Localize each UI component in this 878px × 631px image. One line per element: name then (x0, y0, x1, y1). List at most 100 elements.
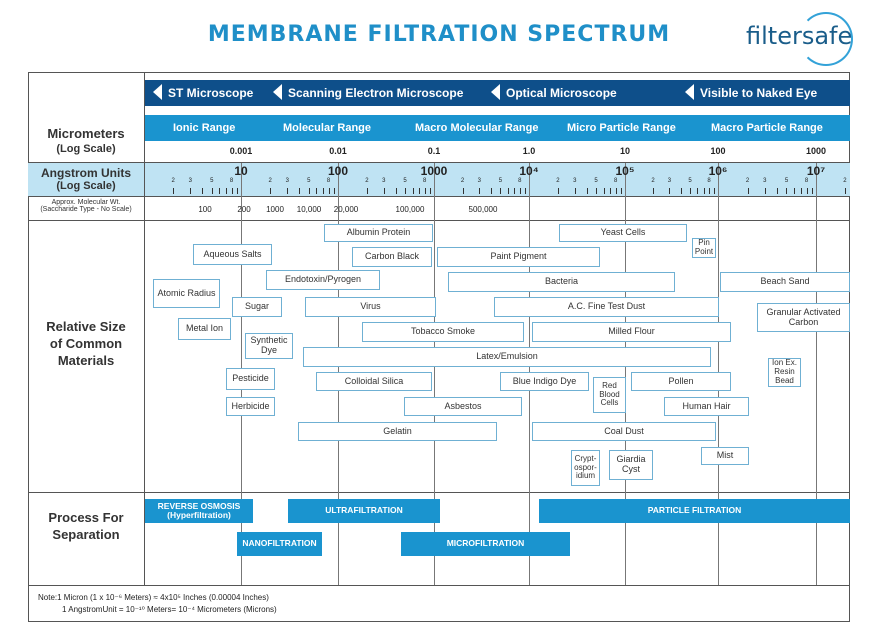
arrow-left-icon (491, 84, 500, 101)
angstrom-minor-tick (713, 188, 715, 194)
micrometer-tick-label: 0.1 (427, 146, 441, 156)
micrometer-tick-label: 1000 (805, 146, 827, 156)
material-sugar: Sugar (232, 297, 282, 317)
material-milled-flour: Milled Flour (532, 322, 731, 342)
material-latex-emulsion: Latex/Emulsion (303, 347, 711, 367)
molecular-weight-label: 10,000 (296, 205, 322, 214)
angstrom-minor-tick (202, 188, 204, 194)
angstrom-minor-tick (708, 188, 710, 194)
process-reverse-osmosis-hyperfiltration: REVERSE OSMOSIS (Hyperfiltration) (145, 499, 253, 523)
brand-logo: filtersafe (746, 22, 853, 50)
divider-materials (28, 220, 850, 221)
material-mist: Mist (701, 447, 749, 465)
angstrom-minor-tick (800, 188, 802, 194)
material-blue-indigo-dye: Blue Indigo Dye (500, 372, 589, 391)
angstrom-minor-label: 5 (594, 178, 598, 184)
divider-mw (28, 196, 850, 197)
angstrom-minor-label: 3 (573, 178, 577, 184)
angstrom-minor-tick (308, 188, 310, 194)
angstrom-minor-label: 8 (518, 178, 522, 184)
mw-subtitle: (Saccharide Type - No Scale) (40, 206, 132, 213)
angstrom-minor-tick (574, 188, 576, 194)
microscope-sem-label: Scanning Electron Microscope (288, 86, 464, 100)
angstrom-minor-label: 8 (326, 178, 331, 184)
angstrom-minor-tick (299, 188, 301, 194)
microscope-bar: ST Microscope Scanning Electron Microsco… (145, 80, 850, 106)
material-beach-sand: Beach Sand (720, 272, 850, 292)
molecular-weight-label: 100,000 (395, 205, 425, 214)
process-microfiltration: MICROFILTRATION (401, 532, 570, 556)
material-virus: Virus (305, 297, 436, 317)
material-endotoxin-pyrogen: Endotoxin/Pyrogen (266, 270, 380, 290)
angstrom-minor-tick (596, 188, 598, 194)
angstrom-minor-tick (524, 188, 526, 194)
range-macro-particle: Macro Particle Range (711, 122, 823, 134)
decade-gridline (625, 163, 626, 585)
angstrom-minor-tick (557, 188, 559, 194)
angstrom-minor-tick (500, 188, 502, 194)
angstrom-minor-label: 2 (365, 178, 369, 184)
angstrom-minor-tick (669, 188, 671, 194)
molecular-weight-label: 100 (198, 205, 212, 214)
angstrom-minor-tick (366, 188, 368, 194)
material-pollen: Pollen (631, 372, 731, 391)
angstrom-minor-tick (429, 188, 431, 194)
material-aqueous-salts: Aqueous Salts (193, 244, 272, 265)
angstrom-minor-tick (806, 188, 808, 194)
material-gelatin: Gelatin (298, 422, 497, 441)
angstrom-minor-tick (405, 188, 407, 194)
material-herbicide: Herbicide (226, 397, 275, 416)
material-giardia-cyst: Giardia Cyst (609, 450, 653, 480)
material-pesticide: Pesticide (226, 368, 275, 390)
micrometers-subtitle: (Log Scale) (56, 143, 116, 155)
decade-gridline (434, 163, 435, 585)
micrometer-tick-label: 0.001 (229, 146, 253, 156)
angstrom-minor-tick (652, 188, 654, 194)
angstrom-minor-label: 5 (688, 178, 692, 184)
micrometers-label: Micrometers (Log Scale) (28, 126, 144, 155)
angstrom-bar (145, 163, 850, 196)
material-ion-ex-resin-bead: Ion Ex. Resin Bead (768, 358, 801, 387)
angstrom-minor-label: 2 (460, 178, 465, 184)
angstrom-minor-tick (287, 188, 289, 194)
arrow-left-icon (273, 84, 282, 101)
angstrom-minor-label: 5 (210, 178, 214, 184)
material-asbestos: Asbestos (404, 397, 522, 416)
angstrom-minor-tick (620, 188, 622, 194)
angstrom-minor-label: 3 (667, 178, 672, 184)
material-a-c-fine-test-dust: A.C. Fine Test Dust (494, 297, 719, 317)
angstrom-minor-tick (697, 188, 699, 194)
angstrom-minor-label: 2 (651, 178, 655, 184)
angstrom-minor-tick (328, 188, 330, 194)
material-synthetic-dye: Synthetic Dye (245, 333, 293, 359)
angstrom-minor-tick (777, 188, 778, 194)
angstrom-minor-tick (519, 188, 521, 194)
angstrom-minor-tick (333, 188, 335, 194)
molecular-weight-label: 1000 (266, 205, 284, 214)
angstrom-minor-tick (231, 188, 233, 194)
spectrum-frame (28, 72, 850, 622)
angstrom-minor-tick (844, 188, 846, 194)
relative-size-label: Relative Size of Common Materials (46, 319, 126, 368)
range-ionic: Ionic Range (173, 122, 236, 134)
process-ultrafiltration: ULTRAFILTRATION (288, 499, 440, 523)
arrow-left-icon (685, 84, 694, 101)
micrometer-tick-label: 0.01 (329, 146, 347, 156)
microscope-st-label: ST Microscope (168, 86, 254, 100)
material-human-hair: Human Hair (664, 397, 749, 416)
process-nanofiltration: NANOFILTRATION (237, 532, 322, 556)
angstrom-minor-tick (412, 188, 414, 194)
angstrom-title: Angstrom Units (41, 166, 131, 180)
angstrom-minor-label: 8 (707, 178, 711, 184)
angstrom-minor-label: 2 (556, 178, 560, 184)
range-molecular: Molecular Range (283, 122, 372, 134)
angstrom-minor-tick (316, 188, 318, 194)
angstrom-minor-label: 5 (784, 178, 789, 184)
angstrom-minor-tick (383, 188, 385, 194)
mw-title: Approx. Molecular Wt. (51, 199, 121, 206)
angstrom-minor-label: 5 (498, 178, 503, 184)
material-yeast-cells: Yeast Cells (559, 224, 687, 242)
material-atomic-radius: Atomic Radius (153, 279, 220, 308)
angstrom-minor-label: 3 (763, 178, 767, 184)
angstrom-minor-tick (586, 188, 588, 194)
